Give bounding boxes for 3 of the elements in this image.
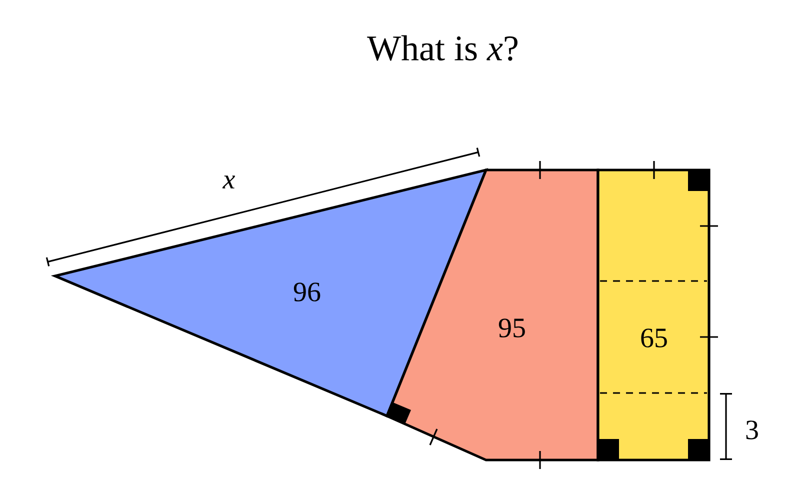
dimension-label: x bbox=[222, 176, 235, 188]
dimension-label: 3 bbox=[746, 420, 758, 440]
title: What is x? bbox=[367, 35, 518, 61]
